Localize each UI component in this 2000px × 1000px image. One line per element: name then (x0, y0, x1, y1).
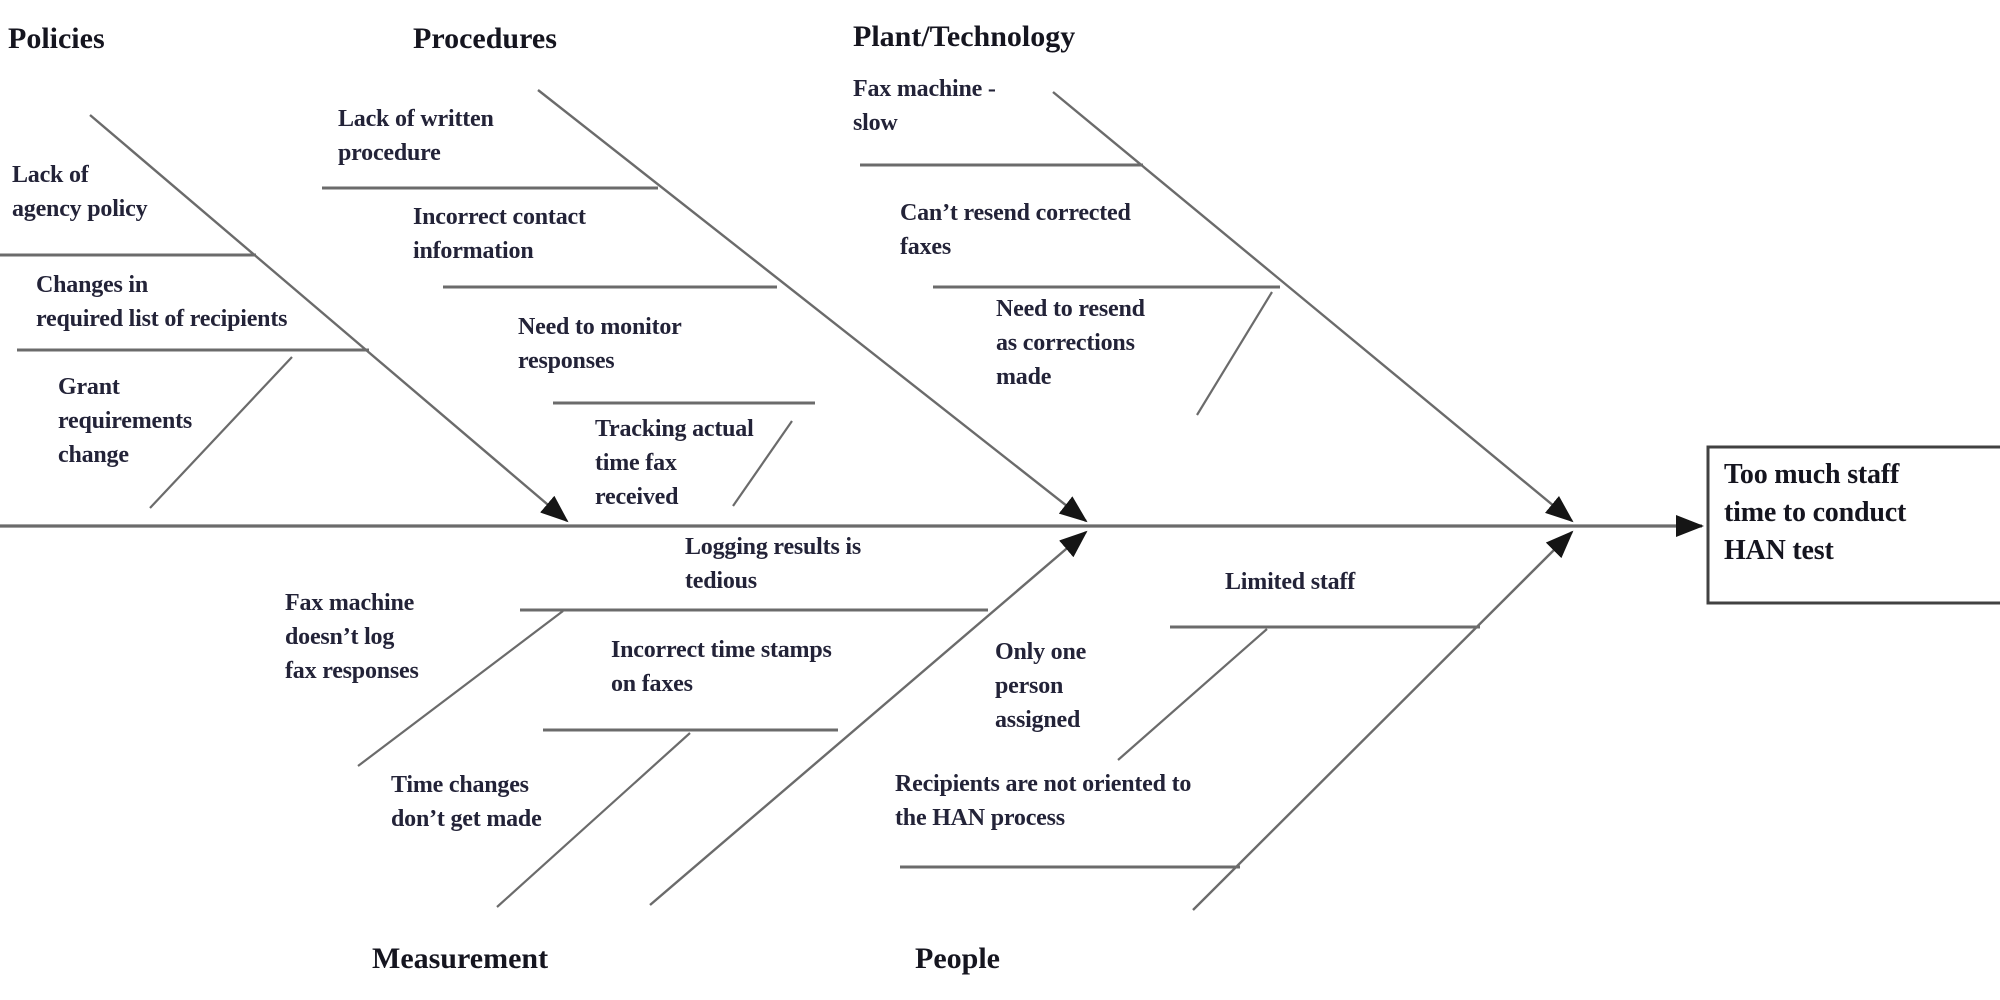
cause-line-only-one-person (1117, 628, 1268, 761)
cause-changes-recipients: Changes in required list of recipients (36, 272, 288, 333)
cause-time-changes: Time changes don’t get made (391, 772, 542, 833)
cause-logging-tedious: Logging results is tedious (685, 534, 861, 595)
effect-box (1706, 445, 2000, 605)
cause-fax-doesnt-log: Fax machine doesn’t log fax responses (285, 590, 419, 685)
cause-line-tracking-actual-time (732, 420, 793, 507)
cause-line-need-resend (1196, 291, 1273, 416)
cause-monitor-responses: Need to monitor responses (518, 314, 682, 375)
cause-line-time-changes (496, 732, 691, 908)
cause-line-fax-doesnt-log (357, 610, 564, 767)
cause-fax-machine-slow: Fax machine - slow (853, 76, 996, 137)
cause-incorrect-contact: Incorrect contact information (413, 204, 586, 265)
cause-only-one-person: Only one person assigned (995, 639, 1087, 734)
people-bone-line (1192, 530, 1574, 911)
cause-incorrect-timestamps: Incorrect time stamps on faxes (611, 637, 832, 698)
cause-lack-agency-policy: Lack of agency policy (12, 162, 148, 223)
effect-label: Too much staff time to conduct HAN test (1724, 459, 1907, 567)
category-title-policies: Policies (8, 22, 105, 55)
cause-grant-requirements: Grant requirements change (58, 374, 193, 469)
procedures-bone-line (537, 89, 1088, 523)
category-title-measurement: Measurement (372, 942, 549, 975)
cause-line-grant-requirements (149, 356, 293, 509)
cause-limited-staff: Limited staff (1225, 569, 1356, 595)
measurement-bone-line (649, 530, 1088, 906)
category-title-procedures: Procedures (413, 22, 557, 55)
policies-bone-line (89, 114, 569, 523)
cause-tracking-actual-time: Tracking actual time fax received (595, 416, 754, 511)
category-title-people: People (915, 942, 1000, 975)
cause-cant-resend: Can’t resend corrected faxes (900, 200, 1131, 261)
cause-recipients-not-oriented: Recipients are not oriented to the HAN p… (895, 771, 1192, 832)
category-title-plant-technology: Plant/Technology (853, 20, 1076, 53)
cause-lack-written-procedure: Lack of written procedure (338, 106, 494, 167)
cause-need-resend: Need to resend as corrections made (996, 296, 1145, 391)
